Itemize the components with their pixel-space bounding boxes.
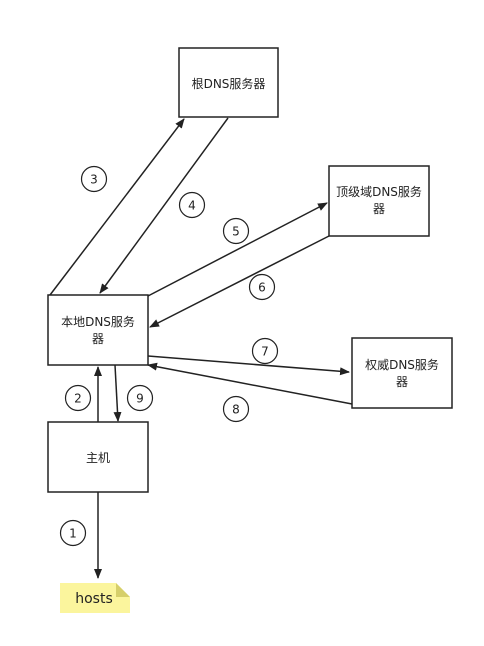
- host-label: 主机: [86, 451, 110, 465]
- step-badge-8: 8: [222, 395, 250, 423]
- arrow-step-6: [149, 235, 330, 328]
- step-label-2: 2: [74, 392, 82, 406]
- step-label-5: 5: [232, 225, 240, 239]
- step-label-8: 8: [232, 403, 240, 417]
- step-badge-3: 3: [80, 165, 108, 193]
- root-dns-node[interactable]: 根DNS服务器: [178, 47, 279, 118]
- step-badge-2: 2: [64, 384, 92, 412]
- step-badge-7: 7: [251, 337, 279, 365]
- step-label-9: 9: [136, 392, 144, 406]
- arrow-step-9: [113, 364, 122, 422]
- step-badge-4: 4: [178, 191, 206, 219]
- host-node[interactable]: 主机: [47, 421, 149, 493]
- hosts-note-label: hosts: [75, 591, 113, 607]
- step-badge-5: 5: [222, 217, 250, 245]
- step-badge-9: 9: [126, 384, 154, 412]
- arrow-step-4: [99, 117, 229, 294]
- step-label-4: 4: [188, 199, 196, 213]
- hosts-note[interactable]: hosts: [60, 583, 130, 613]
- step-label-3: 3: [90, 173, 98, 187]
- local-dns-label-line1: 本地DNS服务: [61, 314, 135, 329]
- local-dns-label-line2: 器: [92, 332, 104, 346]
- authoritative-dns-node[interactable]: 权威DNS服务 器: [351, 337, 453, 409]
- local-dns-node[interactable]: 本地DNS服务 器: [47, 294, 149, 366]
- arrow-step-7: [147, 355, 350, 376]
- step-badge-1: 1: [59, 519, 87, 547]
- tld-dns-label-line1: 顶级域DNS服务: [336, 184, 422, 199]
- step-label-1: 1: [69, 527, 77, 541]
- tld-dns-label-line2: 器: [373, 202, 385, 216]
- arrow-step-5: [147, 202, 328, 297]
- arrow-step-3: [49, 118, 185, 296]
- root-dns-label: 根DNS服务器: [192, 76, 266, 91]
- step-label-7: 7: [261, 345, 269, 359]
- authoritative-dns-label-line1: 权威DNS服务: [365, 357, 439, 372]
- arrow-step-8: [147, 362, 353, 405]
- authoritative-dns-label-line2: 器: [396, 375, 408, 389]
- step-label-6: 6: [258, 281, 266, 295]
- tld-dns-node[interactable]: 顶级域DNS服务 器: [328, 165, 430, 237]
- step-badge-6: 6: [248, 273, 276, 301]
